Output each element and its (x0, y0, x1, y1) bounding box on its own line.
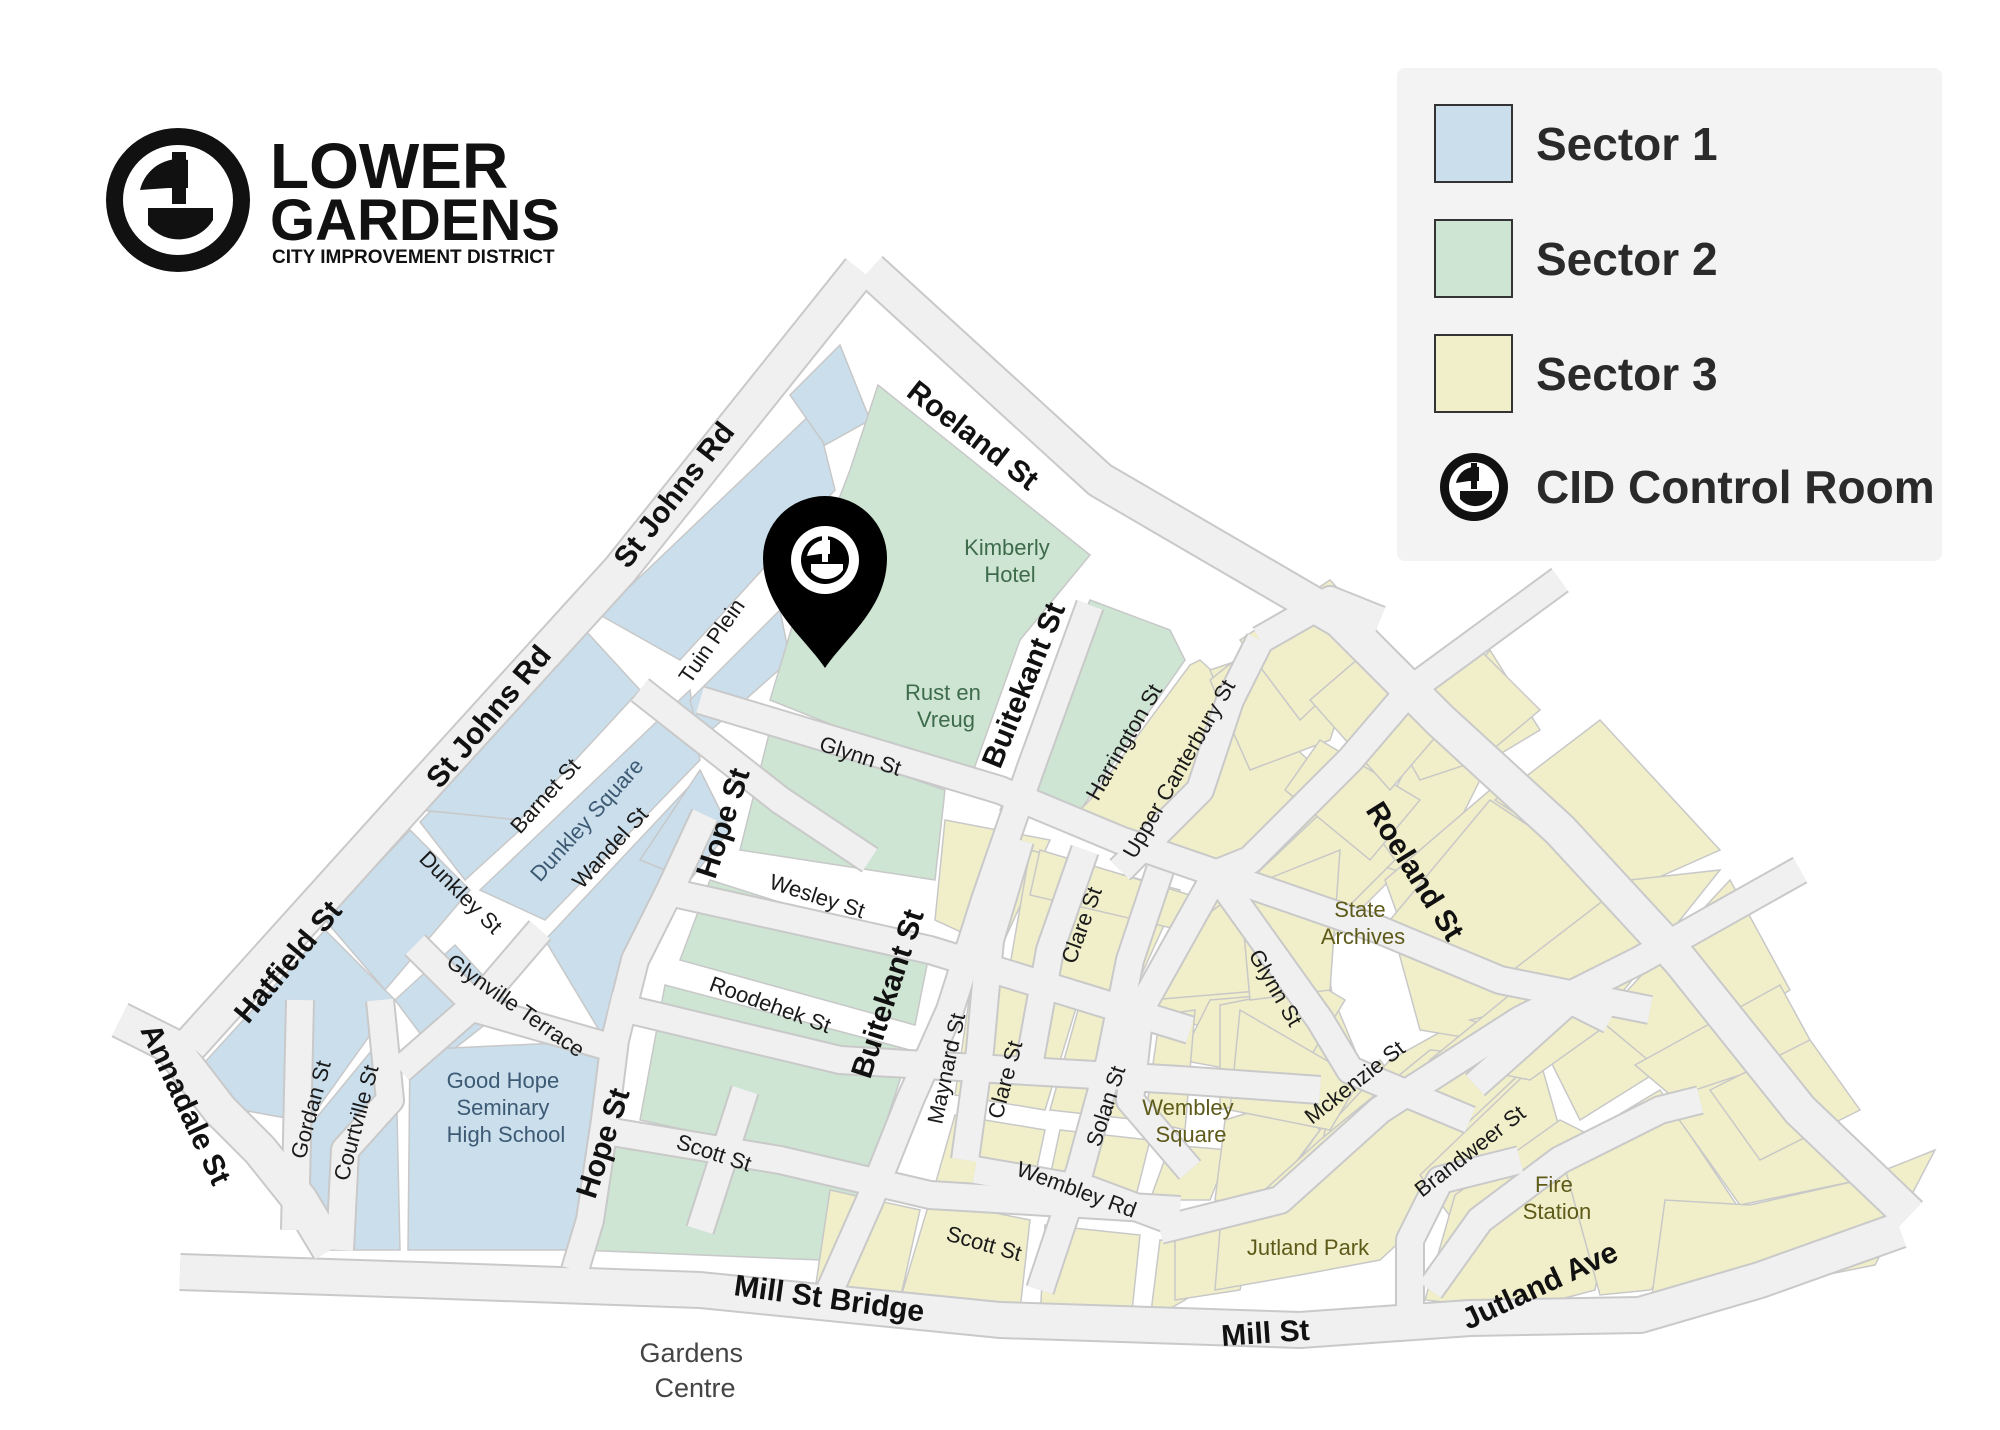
brandweer-st-road (1419, 1087, 1704, 1298)
logo-line-3: CITY IMPROVEMENT DISTRICT (272, 247, 555, 268)
place-label-gardens-centre: Gardens Centre (639, 1338, 750, 1403)
place-label-fire-station: Fire Station (1523, 1172, 1592, 1224)
harrington-st-road (1110, 634, 1272, 880)
legend-item-sector-2: Sector 2 (1434, 219, 1718, 298)
sector-2-swatch (1434, 219, 1513, 298)
place-label-line: Vreug (917, 707, 975, 732)
place-label-line: State (1334, 897, 1385, 922)
sector3-block (1283, 738, 1422, 862)
sector1-block (478, 688, 701, 921)
cid-logo-icon (106, 128, 250, 272)
upper-canterbury-st-road (1195, 569, 1568, 893)
place-label-line: Gardens (639, 1338, 743, 1368)
place-label-kimberly-hotel: Kimberly Hotel (964, 535, 1056, 587)
legend-label: CID Control Room (1536, 461, 1935, 513)
place-label-wembley-square: Wembley Square (1142, 1095, 1239, 1147)
legend-label: Sector 1 (1536, 118, 1718, 170)
cid-control-room-pin[interactable] (763, 496, 887, 668)
solan-st-road (1027, 865, 1173, 1295)
roeland-st-road (858, 257, 1922, 1228)
maynard-st-road (952, 836, 1033, 1162)
place-label-line: Rust en (905, 680, 981, 705)
cid-logo-icon (791, 526, 859, 594)
buitekant-st-road (818, 600, 1103, 1296)
sector-3-swatch (1434, 334, 1513, 413)
place-label-line: Good Hope (447, 1068, 560, 1093)
place-label-line: Kimberly (964, 535, 1050, 560)
mill-st-road (179, 1213, 1906, 1347)
place-label-line: Square (1156, 1122, 1227, 1147)
place-label-line: High School (447, 1122, 566, 1147)
place-label-rust-en-vreug: Rust en Vreug (905, 680, 987, 732)
place-label-good-hope: Good Hope Seminary High School (447, 1068, 566, 1147)
place-label-line: Seminary (456, 1095, 549, 1120)
cid-logo-icon (1440, 453, 1508, 521)
scott-st-road (597, 1117, 1181, 1223)
st-johns-rd-road (177, 259, 874, 1057)
place-label-state-archives: State Archives (1321, 897, 1405, 949)
legend-item-sector-1: Sector 1 (1434, 104, 1718, 183)
place-label-line: Fire (1535, 1172, 1573, 1197)
street-label-mill-st: Mill St (1220, 1314, 1310, 1353)
courtville-st-road (327, 998, 403, 1251)
mckenzie-st-road (1156, 858, 1807, 1243)
place-label-line: Wembley (1142, 1095, 1233, 1120)
legend: Sector 1 Sector 2 Sector 3 CID Control R… (1397, 68, 1942, 561)
place-label-line: Centre (654, 1373, 735, 1403)
roodehek-st-road (606, 992, 1321, 1103)
legend-label: Sector 3 (1536, 348, 1718, 400)
place-label-jutland-park: Jutland Park (1247, 1235, 1370, 1260)
wembley-rd-road (972, 1157, 1175, 1233)
place-label-line: Archives (1321, 924, 1405, 949)
sector-1-swatch (1434, 104, 1513, 183)
wesley-st-road (657, 877, 1194, 1043)
sector1-block (598, 408, 836, 661)
lower-gardens-logo: LOWER GARDENS CITY IMPROVEMENT DISTRICT (106, 128, 560, 272)
logo-line-2: GARDENS (270, 188, 560, 253)
legend-item-sector-3: Sector 3 (1434, 334, 1718, 413)
legend-box (1397, 68, 1942, 561)
legend-item-control-room: CID Control Room (1440, 453, 1935, 521)
clare-st-road (1017, 845, 1098, 1063)
gordan-st-road (282, 999, 313, 1231)
glynn-st-road (696, 687, 1653, 1023)
place-label-line: Station (1523, 1199, 1592, 1224)
place-label-line: Hotel (984, 562, 1035, 587)
road-network (111, 255, 1924, 1349)
legend-label: Sector 2 (1536, 233, 1718, 285)
logo-line-1: LOWER (270, 130, 508, 202)
